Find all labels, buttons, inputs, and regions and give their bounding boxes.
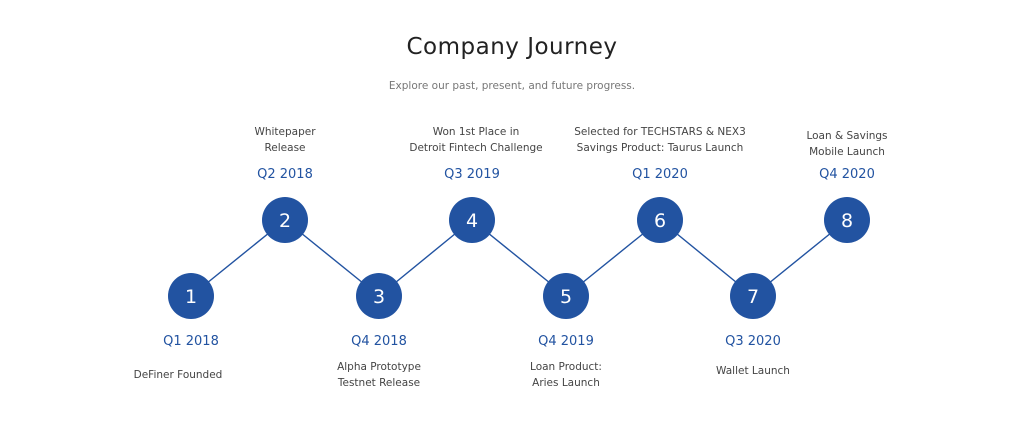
page-subtitle: Explore our past, present, and future pr… xyxy=(388,80,636,92)
milestone-circle xyxy=(543,273,589,319)
milestone-description-8: Loan & Savings Mobile Launch xyxy=(806,130,888,158)
milestone-node-2: 2 xyxy=(262,197,308,243)
milestone-circle xyxy=(262,197,308,243)
milestone-date-5: Q4 2019 xyxy=(538,334,594,349)
milestone-node-6: 6 xyxy=(637,197,683,243)
milestone-circle xyxy=(730,273,776,319)
milestone-description-6: Selected for TECHSTARS & NEX3 Savings Pr… xyxy=(574,126,746,154)
milestone-date-6: Q1 2020 xyxy=(632,167,688,182)
milestone-number: 8 xyxy=(841,210,853,232)
milestone-date-2: Q2 2018 xyxy=(257,167,313,182)
milestone-node-4: 4 xyxy=(449,197,495,243)
milestone-description-5: Loan Product: Aries Launch xyxy=(530,361,602,389)
milestone-number: 6 xyxy=(654,210,666,232)
milestone-number: 3 xyxy=(373,286,385,308)
milestone-circle xyxy=(356,273,402,319)
page-title: Company Journey xyxy=(406,34,618,60)
milestone-circle xyxy=(449,197,495,243)
milestone-date-8: Q4 2020 xyxy=(819,167,875,182)
milestone-node-1: 1 xyxy=(168,273,214,319)
milestone-date-4: Q3 2019 xyxy=(444,167,500,182)
milestone-node-3: 3 xyxy=(356,273,402,319)
milestone-circle xyxy=(824,197,870,243)
milestone-number: 4 xyxy=(466,210,478,232)
milestone-description-4: Won 1st Place in Detroit Fintech Challen… xyxy=(409,126,543,154)
milestone-date-7: Q3 2020 xyxy=(725,334,781,349)
milestone-circle xyxy=(637,197,683,243)
milestone-description-1: DeFiner Founded xyxy=(133,369,223,381)
milestone-node-8: 8 xyxy=(824,197,870,243)
milestone-description-7: Wallet Launch xyxy=(716,365,790,377)
milestone-number: 1 xyxy=(185,286,197,308)
milestone-description-2: Whitepaper Release xyxy=(254,126,316,154)
milestone-date-1: Q1 2018 xyxy=(163,334,219,349)
milestone-number: 2 xyxy=(279,210,291,232)
milestone-circle xyxy=(168,273,214,319)
milestone-number: 7 xyxy=(747,286,759,308)
milestone-node-5: 5 xyxy=(543,273,589,319)
milestone-number: 5 xyxy=(560,286,572,308)
milestone-description-3: Alpha Prototype Testnet Release xyxy=(337,361,421,389)
milestone-date-3: Q4 2018 xyxy=(351,334,407,349)
milestone-node-7: 7 xyxy=(730,273,776,319)
